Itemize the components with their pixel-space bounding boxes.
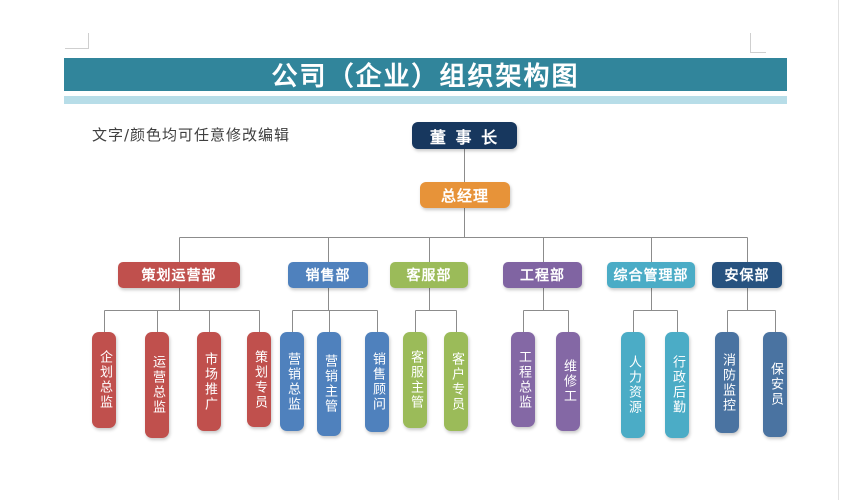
dept-label: 综合管理部 [613,268,689,284]
position-node-sales-consultant[interactable]: 销售顾问 [365,332,389,432]
position-node-security-guard[interactable]: 保安员 [763,332,787,437]
org-node-general-manager[interactable]: 总经理 [420,182,510,208]
position-label: 保安员 [768,362,783,407]
position-node-fire-monitoring[interactable]: 消防监控 [715,332,739,433]
position-label: 客服主管 [408,350,423,410]
page-edge-line [838,0,839,500]
position-label: 行政后勤 [670,355,685,415]
title-underline-stripe [64,96,787,104]
position-label: 运营总监 [150,355,165,415]
position-label: 工程总监 [516,349,531,410]
dept-label: 工程部 [520,268,565,284]
position-node-planning-specialist[interactable]: 策划专员 [247,332,271,427]
title-banner[interactable]: 公司（企业）组织架构图 [64,58,787,92]
position-node-engineering-director[interactable]: 工程总监 [511,332,535,427]
dept-node-customer-service[interactable]: 客服部 [390,262,468,288]
position-node-human-resources[interactable]: 人力资源 [621,332,645,438]
position-label: 营销总监 [285,351,300,412]
position-node-operations-director[interactable]: 运营总监 [145,332,169,438]
position-label: 客户专员 [449,351,464,412]
position-node-marketing-supervisor[interactable]: 营销主管 [317,332,341,436]
position-label: 市场推广 [202,351,217,412]
position-label: 营销主管 [322,354,337,414]
text-boundary-corner-left [65,33,89,49]
dept-node-general-management[interactable]: 综合管理部 [607,262,695,288]
position-node-admin-logistics[interactable]: 行政后勤 [665,332,689,438]
dept-label: 安保部 [724,268,770,284]
position-label: 销售顾问 [370,352,385,412]
position-label: 企划总监 [97,350,112,410]
position-node-customer-specialist[interactable]: 客户专员 [444,332,468,431]
position-node-market-promotion[interactable]: 市场推广 [197,332,221,431]
dept-node-security[interactable]: 安保部 [712,262,782,288]
text-boundary-corner-right [750,33,766,53]
dept-label: 客服部 [406,268,452,284]
dept-node-engineering[interactable]: 工程部 [503,262,582,288]
dept-node-sales[interactable]: 销售部 [288,262,368,288]
position-label: 人力资源 [626,355,641,415]
org-node-chairman[interactable]: 董 事 长 [412,122,517,149]
dept-label: 销售部 [305,268,351,284]
position-node-planning-director[interactable]: 企划总监 [92,332,116,428]
position-label: 消防监控 [720,352,735,413]
position-label: 策划专员 [252,349,267,410]
dept-node-planning-operations[interactable]: 策划运营部 [118,262,240,288]
general-manager-label: 总经理 [440,186,489,205]
position-node-marketing-director[interactable]: 营销总监 [280,332,304,431]
position-node-service-supervisor[interactable]: 客服主管 [403,332,427,428]
position-node-maintenance-worker[interactable]: 维修工 [556,332,580,431]
position-label: 维修工 [561,359,576,404]
chairman-label: 董 事 长 [429,127,500,147]
dept-label: 策划运营部 [141,268,217,284]
edit-note-text: 文字/颜色均可任意修改编辑 [92,126,291,144]
page-title: 公司（企业）组织架构图 [271,62,580,92]
